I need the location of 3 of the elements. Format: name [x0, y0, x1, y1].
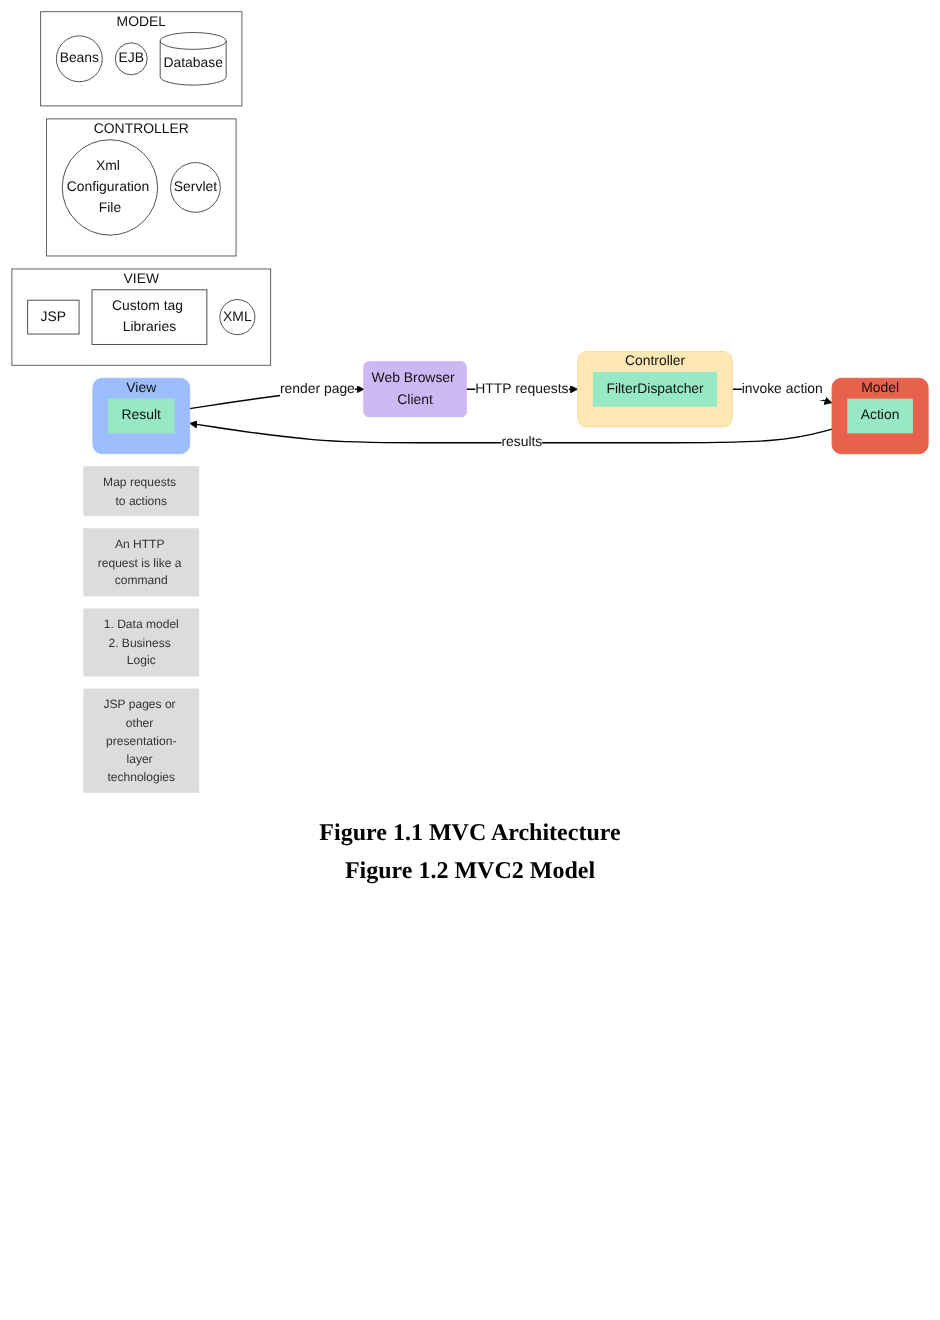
- figure-caption: Figure 1.2 MVC2 Model: [344, 856, 596, 886]
- figure-caption: Figure 1.1 MVC Architecture: [319, 818, 621, 848]
- arrow: [189, 420, 833, 444]
